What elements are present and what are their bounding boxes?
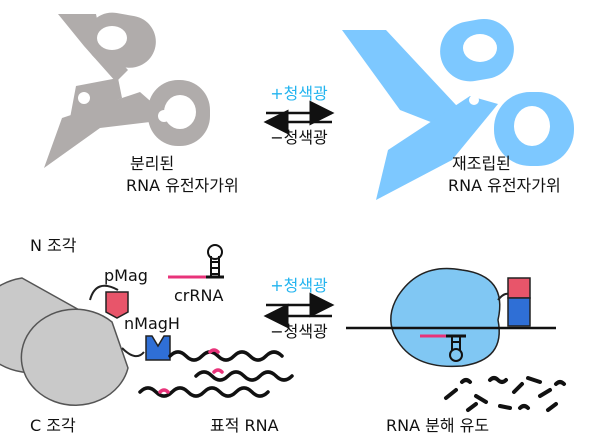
n-piece-label: N 조각 bbox=[30, 236, 77, 255]
c-piece-label: C 조각 bbox=[30, 416, 76, 435]
assembled-scissors-caption-2: RNA 유전자가위 bbox=[448, 176, 561, 195]
pmag-domain bbox=[105, 291, 129, 319]
n-linker bbox=[89, 284, 119, 301]
scissors-split-icon bbox=[44, 12, 210, 168]
crrna-label: crRNA bbox=[174, 286, 224, 305]
scissors-upper-half bbox=[58, 12, 156, 118]
target-rna-label: 표적 RNA bbox=[210, 416, 279, 435]
assembled-cas-complex bbox=[346, 267, 556, 368]
nmagh-label: nMagH bbox=[124, 314, 180, 333]
crrna-hairpin bbox=[168, 244, 224, 279]
bottom-plus-blue-light-label: +청색광 bbox=[270, 276, 328, 295]
nmagh-domain bbox=[145, 335, 171, 361]
split-scissors-caption-1: 분리된 bbox=[130, 154, 175, 173]
top-plus-blue-light-label: +청색광 bbox=[270, 84, 328, 103]
c-piece bbox=[20, 308, 129, 407]
pmag-label: pMag bbox=[104, 266, 148, 285]
c-linker bbox=[121, 347, 145, 358]
top-minus-blue-light-label: −청색광 bbox=[270, 128, 328, 147]
rna-degradation-label: RNA 분해 유도 bbox=[386, 416, 490, 435]
target-rna-strands bbox=[138, 348, 294, 398]
scissors-lower-half bbox=[44, 80, 210, 168]
assembled-scissors-caption-1: 재조립된 bbox=[452, 154, 511, 173]
scissors-assembled-icon bbox=[342, 18, 574, 200]
rna-fragments bbox=[444, 376, 566, 412]
split-scissors-caption-2: RNA 유전자가위 bbox=[126, 176, 239, 195]
bottom-minus-blue-light-label: −청색광 bbox=[270, 322, 328, 341]
